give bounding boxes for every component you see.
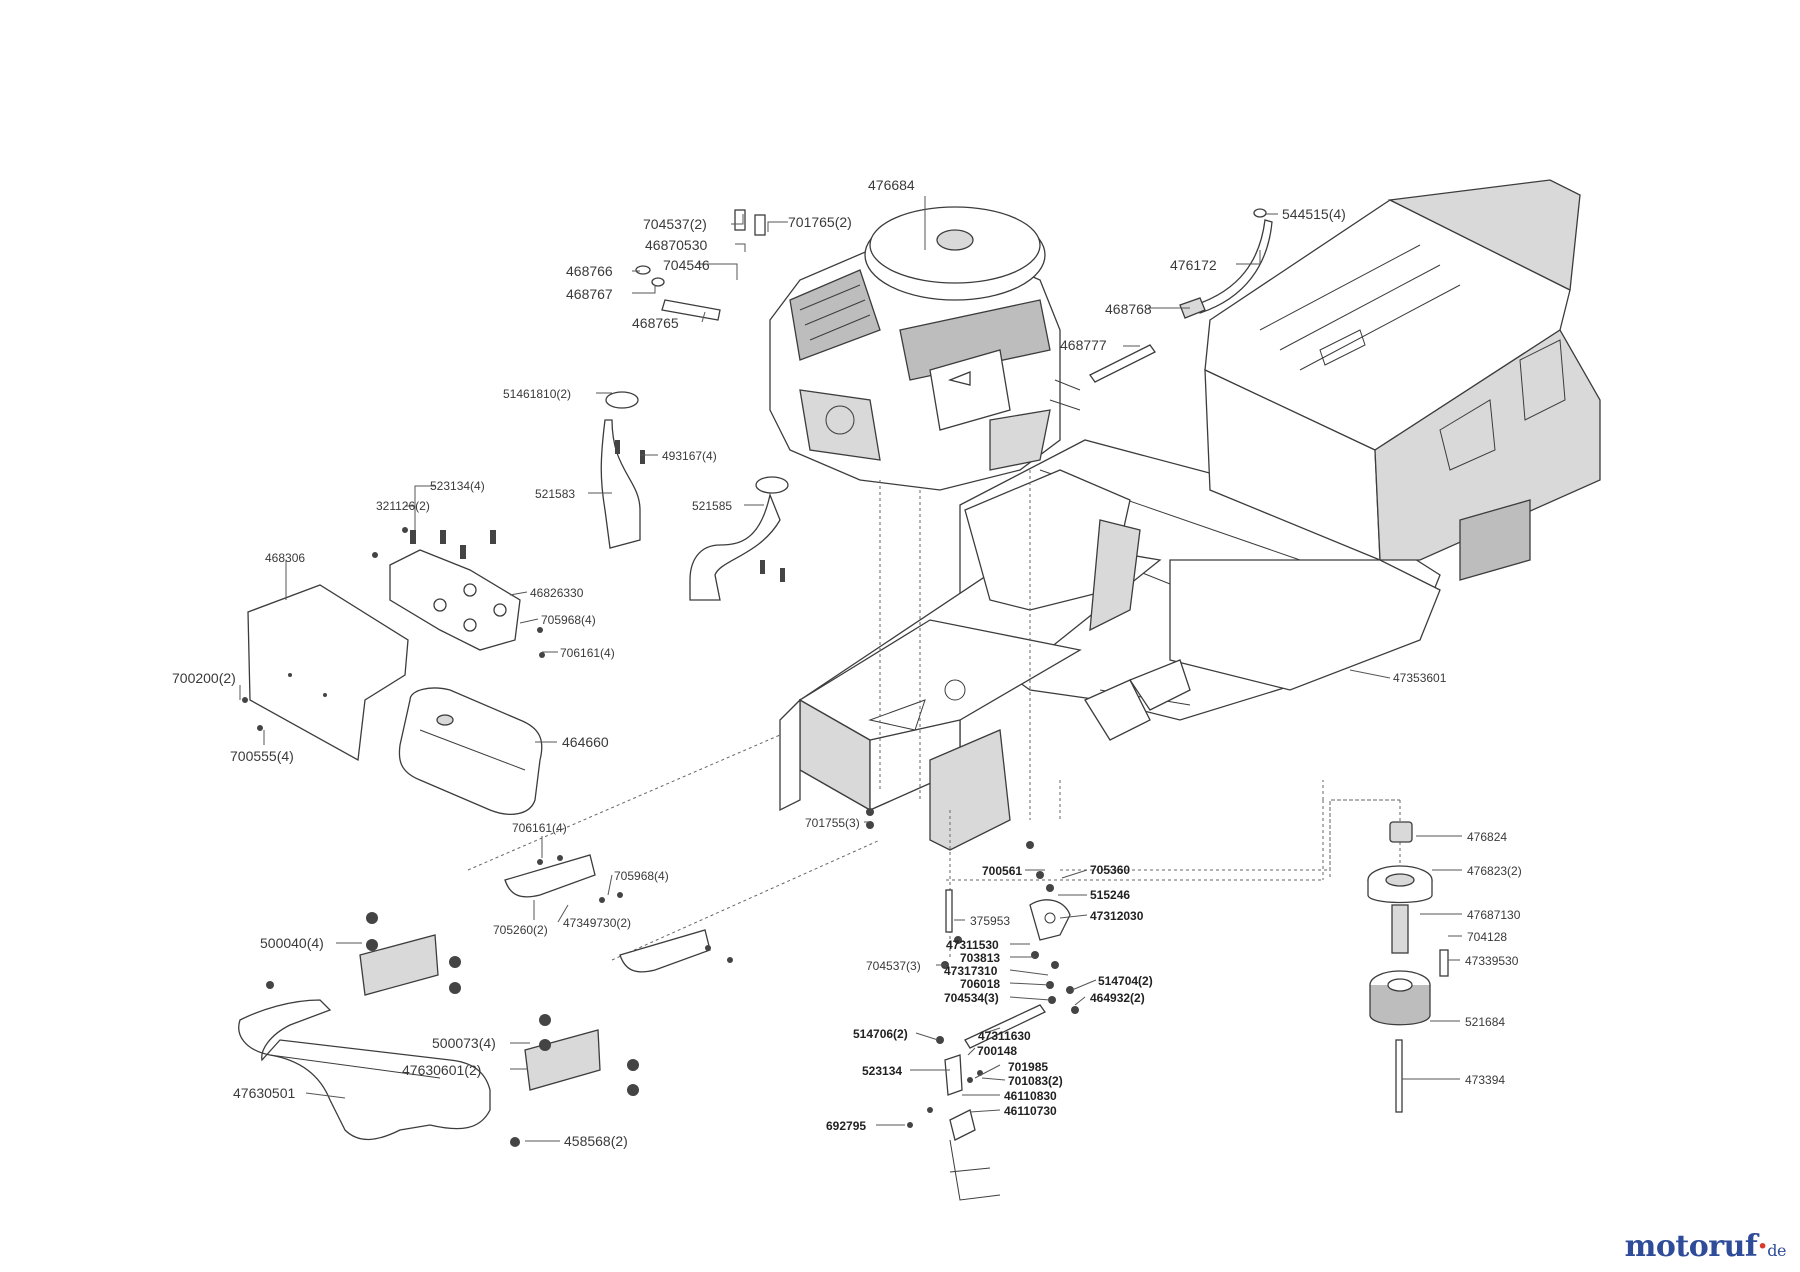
label-500073-4: 500073(4) bbox=[432, 1035, 496, 1051]
label-544515-4: 544515(4) bbox=[1282, 206, 1346, 222]
axle-bolts bbox=[266, 855, 733, 1147]
label-473394: 473394 bbox=[1465, 1073, 1505, 1087]
label-47311530: 47311530 bbox=[946, 938, 999, 952]
label-47630501: 47630501 bbox=[233, 1085, 296, 1101]
pto-clutch bbox=[1367, 821, 1449, 1113]
label-47312030: 47312030 bbox=[1090, 909, 1144, 923]
label-523134-4: 523134(4) bbox=[430, 479, 485, 493]
label-468765: 468765 bbox=[632, 315, 679, 331]
label-493167-4: 493167(4) bbox=[662, 449, 717, 463]
label-464660: 464660 bbox=[562, 734, 609, 750]
exhaust-bolts bbox=[242, 440, 785, 731]
label-47687130: 47687130 bbox=[1467, 908, 1521, 922]
label-47353601: 47353601 bbox=[1393, 671, 1447, 685]
label-321126-2: 321126(2) bbox=[376, 499, 430, 513]
label-515246: 515246 bbox=[1090, 888, 1130, 902]
label-521585: 521585 bbox=[692, 499, 732, 513]
label-705360: 705360 bbox=[1090, 863, 1130, 877]
label-514704-2: 514704(2) bbox=[1098, 974, 1153, 988]
label-476824: 476824 bbox=[1467, 830, 1507, 844]
fuel-lines bbox=[635, 208, 1273, 383]
part-labels: 476684 704537(2) 701765(2) 46870530 7045… bbox=[172, 177, 1522, 1149]
exhaust-system bbox=[242, 391, 789, 815]
label-375953: 375953 bbox=[970, 914, 1010, 928]
label-476823-2: 476823(2) bbox=[1467, 864, 1522, 878]
motoruf-logo: motoruf·de bbox=[1624, 1229, 1787, 1264]
label-704537-3: 704537(3) bbox=[866, 959, 921, 973]
label-701985: 701985 bbox=[1008, 1060, 1048, 1074]
label-703813: 703813 bbox=[960, 951, 1000, 965]
label-476684: 476684 bbox=[868, 177, 915, 193]
label-47349730-2: 47349730(2) bbox=[563, 916, 631, 930]
label-701755-3: 701755(3) bbox=[805, 816, 860, 830]
label-514706-2: 514706(2) bbox=[853, 1027, 908, 1041]
label-705968-4b: 705968(4) bbox=[614, 869, 669, 883]
front-axle bbox=[238, 854, 733, 1147]
label-521684: 521684 bbox=[1465, 1015, 1505, 1029]
label-468767: 468767 bbox=[566, 286, 613, 302]
label-47339530: 47339530 bbox=[1465, 954, 1519, 968]
label-500040-4: 500040(4) bbox=[260, 935, 324, 951]
chassis-frame bbox=[779, 179, 1601, 851]
label-468306: 468306 bbox=[265, 551, 305, 565]
label-704128: 704128 bbox=[1467, 930, 1507, 944]
label-705968-4: 705968(4) bbox=[541, 613, 596, 627]
label-46870530: 46870530 bbox=[645, 237, 708, 253]
label-692795: 692795 bbox=[826, 1119, 866, 1133]
engine bbox=[769, 206, 1081, 491]
logo-tld: de bbox=[1767, 1241, 1786, 1260]
label-458568-2: 458568(2) bbox=[564, 1133, 628, 1149]
label-704537-2: 704537(2) bbox=[643, 216, 707, 232]
label-701765-2: 701765(2) bbox=[788, 214, 852, 230]
label-706161-4: 706161(4) bbox=[560, 646, 615, 660]
assembly-lines bbox=[467, 470, 1401, 961]
label-523134: 523134 bbox=[862, 1064, 902, 1078]
label-706161-4b: 706161(4) bbox=[512, 821, 567, 835]
logo-main: motoruf bbox=[1624, 1229, 1758, 1264]
label-704546: 704546 bbox=[663, 257, 710, 273]
label-47630601-2: 47630601(2) bbox=[402, 1062, 481, 1078]
label-705260-2: 705260(2) bbox=[493, 923, 548, 937]
label-51461810-2: 51461810(2) bbox=[503, 387, 571, 401]
label-701083-2: 701083(2) bbox=[1008, 1074, 1063, 1088]
label-47311630: 47311630 bbox=[978, 1029, 1031, 1043]
label-700148: 700148 bbox=[977, 1044, 1017, 1058]
label-700561: 700561 bbox=[982, 864, 1022, 878]
label-704534-3: 704534(3) bbox=[944, 991, 999, 1005]
label-521583: 521583 bbox=[535, 487, 575, 501]
logo-dot: · bbox=[1757, 1229, 1768, 1264]
brake-linkage bbox=[866, 808, 1079, 1201]
label-46110730: 46110730 bbox=[1004, 1104, 1057, 1118]
label-464932-2: 464932(2) bbox=[1090, 991, 1145, 1005]
label-476172: 476172 bbox=[1170, 257, 1217, 273]
label-468766: 468766 bbox=[566, 263, 613, 279]
label-706018: 706018 bbox=[960, 977, 1000, 991]
label-700200-2: 700200(2) bbox=[172, 670, 236, 686]
label-700555-4: 700555(4) bbox=[230, 748, 294, 764]
label-46826330: 46826330 bbox=[530, 586, 584, 600]
label-47317310: 47317310 bbox=[944, 964, 998, 978]
label-468777: 468777 bbox=[1060, 337, 1107, 353]
label-46110830: 46110830 bbox=[1004, 1089, 1057, 1103]
leader-lines bbox=[239, 196, 1462, 1142]
label-468768: 468768 bbox=[1105, 301, 1152, 317]
